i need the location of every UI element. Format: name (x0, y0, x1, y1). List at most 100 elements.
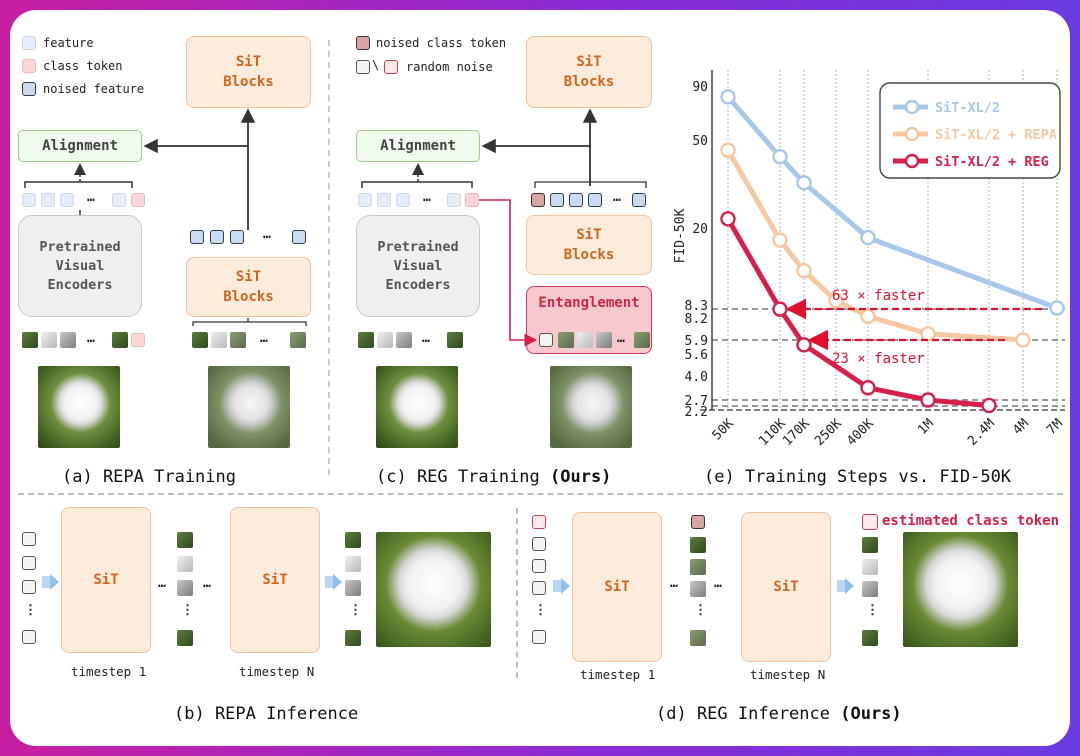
ellipsis: … (714, 576, 722, 591)
legend-feature-label: feature (43, 36, 94, 50)
flow-arrow-icon (333, 574, 342, 590)
image-patch (22, 332, 38, 348)
feature-token (22, 193, 36, 207)
y-tick-label: 20 (692, 222, 708, 237)
noise-token (532, 581, 546, 595)
noised-feature-token (569, 193, 583, 207)
feature-token (60, 193, 74, 207)
sit-blocks-top: SiT Blocks (186, 36, 311, 108)
legend-entry: SiT-XL/2 (935, 100, 1000, 116)
ellipsis: ⋮ (694, 603, 707, 618)
flow-arrow-body (553, 580, 561, 592)
noise-token (22, 580, 36, 594)
image-patch (558, 332, 574, 348)
data-point (796, 337, 812, 353)
legend-random-noise-swatch (356, 60, 370, 74)
noise-token (22, 630, 36, 644)
ellipsis: … (260, 331, 268, 346)
timestep-n-label-b: timestep N (239, 664, 315, 679)
y-tick-label: 8.2 (685, 312, 708, 327)
feature-token (396, 193, 410, 207)
data-point (860, 380, 876, 396)
data-point (920, 392, 936, 408)
image-patch (230, 332, 246, 348)
noised-feature-token (632, 193, 646, 207)
data-point (1049, 300, 1065, 316)
dog-image-noisy (208, 366, 290, 448)
image-patch (377, 332, 393, 348)
image-patch (634, 332, 650, 348)
dog-image-noisy-c (550, 366, 632, 448)
dog-image-output-d (903, 532, 1018, 647)
noised-feature-token (588, 193, 602, 207)
ellipsis: … (158, 576, 166, 591)
ellipsis: … (203, 576, 211, 591)
image-patch (345, 532, 361, 548)
data-point (720, 211, 736, 227)
image-patch (177, 556, 193, 572)
noise-class-token (532, 515, 546, 529)
y-tick-label: 5.9 (685, 334, 708, 349)
ellipsis: ⋮ (181, 603, 194, 618)
legend-marker (904, 153, 920, 169)
sit-blocks-mid-c: SiT Blocks (526, 215, 652, 275)
alignment-box-c: Alignment (356, 130, 480, 162)
image-patch (690, 581, 706, 597)
data-point (860, 229, 876, 246)
estimated-class-token-label: estimated class token (882, 513, 1060, 529)
data-point (796, 263, 812, 279)
image-patch (690, 630, 706, 646)
data-point (772, 301, 788, 317)
x-tick-label: 50K (710, 416, 737, 443)
timestep-n-label-d: timestep N (750, 667, 826, 682)
image-patch (690, 537, 706, 553)
noised-feature-token (190, 230, 204, 244)
noised-class-token (691, 515, 705, 529)
legend-noised-class-label: noised class token (376, 36, 507, 50)
caption-b: (b) REPA Inference (174, 704, 359, 724)
image-patch (862, 559, 878, 575)
noised-feature-token (210, 230, 224, 244)
noise-token (532, 559, 546, 573)
flow-arrow-icon (50, 574, 59, 590)
image-patch (862, 537, 878, 553)
image-patch (177, 532, 193, 548)
dog-image-clean-c (376, 366, 458, 448)
estimated-class-token-swatch (862, 514, 878, 530)
sit-step-n-d: SiT (741, 512, 831, 662)
noised-feature-token (550, 193, 564, 207)
legend-entry: SiT-XL/2 + REPA (935, 127, 1057, 143)
data-point (828, 292, 844, 309)
data-point (720, 89, 736, 105)
image-patch (447, 332, 463, 348)
image-patch (358, 332, 374, 348)
noised-feature-token (230, 230, 244, 244)
image-patch (862, 581, 878, 597)
encoder-box-a: Pretrained Visual Encoders (18, 215, 142, 317)
encoder-box-c: Pretrained Visual Encoders (356, 215, 480, 317)
flow-arrow-body (325, 576, 333, 588)
y-tick-label: 2.7 (685, 394, 708, 409)
image-patch (396, 332, 412, 348)
legend-noised-feature-swatch (22, 82, 36, 96)
y-tick-label: 50 (692, 134, 708, 149)
flow-arrow-icon (561, 578, 570, 594)
class-token (131, 333, 145, 347)
data-point (860, 308, 876, 324)
ellipsis: ⋮ (349, 603, 362, 618)
data-point (920, 326, 936, 342)
noise-token (22, 532, 36, 546)
feature-token (358, 193, 372, 207)
ellipsis: … (617, 331, 625, 346)
image-patch (345, 580, 361, 596)
data-point (796, 175, 812, 191)
annotation-23-faster: 23 × faster (832, 351, 925, 367)
flow-arrow-body (42, 576, 50, 588)
feature-token (112, 193, 126, 207)
y-tick-label: 4.0 (685, 370, 708, 385)
caption-d: (d) REG Inference (Ours) (656, 704, 902, 724)
random-noise-token (539, 333, 553, 347)
sit-blocks-top-c: SiT Blocks (526, 36, 652, 108)
timestep-1-label-b: timestep 1 (71, 664, 147, 679)
